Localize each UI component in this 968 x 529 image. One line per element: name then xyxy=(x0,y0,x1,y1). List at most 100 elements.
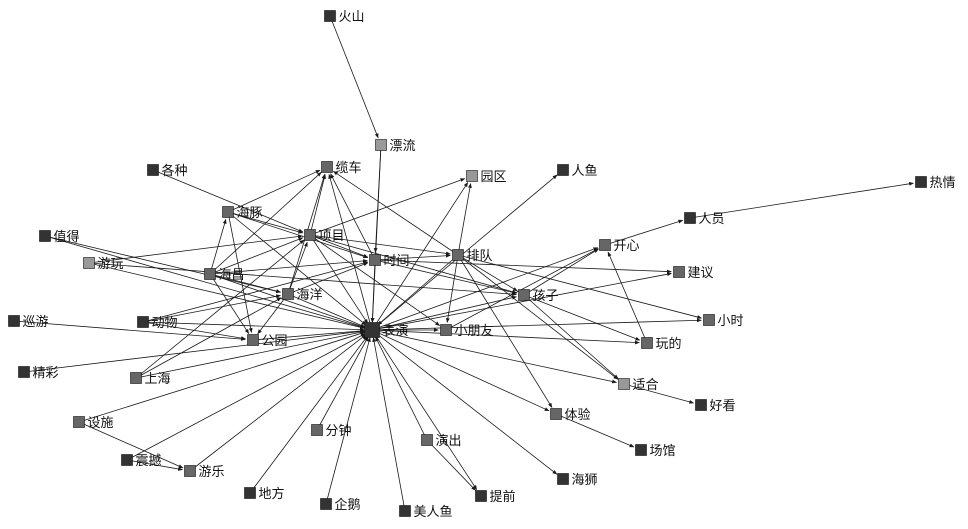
node-marker-xiaopengyou[interactable] xyxy=(440,324,452,336)
node-marker-dongwu[interactable] xyxy=(137,316,149,328)
node-marker-youwan[interactable] xyxy=(83,257,95,269)
node-marker-tiqian[interactable] xyxy=(475,490,487,502)
node-marker-yuanqu[interactable] xyxy=(466,170,478,182)
node-marker-sheshi[interactable] xyxy=(73,416,85,428)
node-marker-zhide[interactable] xyxy=(39,230,51,242)
node-renyu[interactable]: 人鱼 xyxy=(557,163,598,179)
edge-xunyou-gongyuan xyxy=(13,320,246,341)
node-dongwu[interactable]: 动物 xyxy=(137,316,178,331)
node-haizi[interactable]: 孩子 xyxy=(518,289,559,304)
node-label-zhide: 值得 xyxy=(54,229,80,245)
node-gongyuan[interactable]: 公园 xyxy=(247,334,288,349)
node-marker-shihe[interactable] xyxy=(618,378,630,390)
node-meirenyu[interactable]: 美人鱼 xyxy=(399,504,453,520)
edge-biaoyan-shihe xyxy=(371,329,617,384)
node-shihe[interactable]: 适合 xyxy=(618,378,659,393)
node-label-youwan: 游玩 xyxy=(98,257,124,272)
node-marker-piaoliu[interactable] xyxy=(375,139,387,151)
edge-yanchu-tiqian xyxy=(426,439,476,491)
node-haishi[interactable]: 海狮 xyxy=(557,473,598,488)
node-yanchu[interactable]: 演出 xyxy=(421,433,462,449)
edge-haizi-kaixin xyxy=(523,248,599,296)
node-marker-wande[interactable] xyxy=(641,337,653,349)
edge-huoshan-piaoliu xyxy=(329,15,379,139)
node-marker-shanghai[interactable] xyxy=(130,372,142,384)
node-marker-kaixin[interactable] xyxy=(599,239,611,251)
edge-gezhong-xiangmu xyxy=(152,169,304,233)
node-marker-qie[interactable] xyxy=(320,498,332,510)
node-marker-lanche[interactable] xyxy=(321,161,333,173)
node-marker-shijian[interactable] xyxy=(369,254,381,266)
node-marker-paidui[interactable] xyxy=(452,249,464,261)
node-zhide[interactable]: 值得 xyxy=(39,229,80,245)
node-huoshan[interactable]: 火山 xyxy=(324,10,365,25)
node-marker-haokan[interactable] xyxy=(695,399,707,411)
node-gezhong[interactable]: 各种 xyxy=(147,163,188,179)
node-wande[interactable]: 玩的 xyxy=(641,336,682,352)
node-zhenhan[interactable]: 震撼 xyxy=(121,454,162,469)
node-marker-huoshan[interactable] xyxy=(324,10,336,22)
node-marker-xiaoshi[interactable] xyxy=(703,314,715,326)
node-tiqian[interactable]: 提前 xyxy=(475,489,516,505)
node-marker-renyuan[interactable] xyxy=(684,212,696,224)
node-label-biaoyan: 表演 xyxy=(383,323,409,339)
node-youwan[interactable]: 游玩 xyxy=(83,257,124,272)
node-renyuan[interactable]: 人员 xyxy=(684,212,725,227)
node-qie[interactable]: 企鹅 xyxy=(320,497,361,513)
edge-zhide-biaoyan xyxy=(44,235,366,329)
node-marker-haishi[interactable] xyxy=(557,473,569,485)
node-sheshi[interactable]: 设施 xyxy=(73,416,114,431)
node-biaoyan[interactable]: 表演 xyxy=(364,322,409,340)
node-marker-yanchu[interactable] xyxy=(421,434,433,446)
node-changguan[interactable]: 场馆 xyxy=(635,444,676,459)
node-piaoliu[interactable]: 漂流 xyxy=(375,138,416,154)
node-marker-zhenhan[interactable] xyxy=(121,454,133,466)
node-youle[interactable]: 游乐 xyxy=(184,465,225,480)
node-haiyang[interactable]: 海洋 xyxy=(282,288,323,303)
node-marker-biaoyan[interactable] xyxy=(364,322,380,338)
node-jianyi[interactable]: 建议 xyxy=(673,266,714,281)
node-marker-tiyan[interactable] xyxy=(550,408,562,420)
node-marker-xiangmu[interactable] xyxy=(304,229,316,241)
edge-haiyang-xiangmu xyxy=(287,241,308,295)
node-paidui[interactable]: 排队 xyxy=(452,249,493,264)
node-marker-renyu[interactable] xyxy=(557,164,569,176)
node-marker-fenzhong[interactable] xyxy=(311,424,323,436)
node-marker-jianyi[interactable] xyxy=(673,266,685,278)
node-haokan[interactable]: 好看 xyxy=(695,398,736,414)
node-shanghai[interactable]: 上海 xyxy=(130,372,171,387)
node-label-renyuan: 人员 xyxy=(699,212,725,227)
node-kaixin[interactable]: 开心 xyxy=(599,239,640,254)
node-xiaoshi[interactable]: 小时 xyxy=(703,314,744,329)
node-xunyou[interactable]: 巡游 xyxy=(8,315,49,330)
node-lanche[interactable]: 缆车 xyxy=(321,160,362,176)
node-marker-xunyou[interactable] xyxy=(8,315,20,327)
node-rexing[interactable]: 热情 xyxy=(915,176,956,191)
node-marker-haichang[interactable] xyxy=(204,268,216,280)
node-marker-haizi[interactable] xyxy=(518,289,530,301)
node-difang[interactable]: 地方 xyxy=(244,486,285,502)
node-marker-youle[interactable] xyxy=(184,465,196,477)
node-marker-meirenyu[interactable] xyxy=(399,505,411,517)
node-marker-gongyuan[interactable] xyxy=(247,334,259,346)
edge-youwan-haizi xyxy=(88,262,517,297)
node-xiangmu[interactable]: 项目 xyxy=(304,229,345,244)
node-haichang[interactable]: 海昌 xyxy=(204,268,245,283)
node-fenzhong[interactable]: 分钟 xyxy=(311,423,352,439)
node-marker-changguan[interactable] xyxy=(635,444,647,456)
node-marker-rexing[interactable] xyxy=(915,176,927,188)
node-yuanqu[interactable]: 园区 xyxy=(466,170,507,185)
node-marker-haiyang[interactable] xyxy=(282,288,294,300)
edge-shijian-jianyi xyxy=(374,259,672,274)
node-marker-gezhong[interactable] xyxy=(147,164,159,176)
node-tiyan[interactable]: 体验 xyxy=(550,407,591,423)
node-marker-haitun[interactable] xyxy=(222,206,234,218)
node-xiaopengyou[interactable]: 小朋友 xyxy=(440,323,494,339)
edge-haiyang-biaoyan xyxy=(287,293,366,328)
node-shijian[interactable]: 时间 xyxy=(369,254,410,269)
node-haitun[interactable]: 海豚 xyxy=(222,206,263,221)
node-jingcai[interactable]: 精彩 xyxy=(18,366,59,381)
node-marker-difang[interactable] xyxy=(244,487,256,499)
edge-dongwu-haiyang xyxy=(142,294,281,323)
node-marker-jingcai[interactable] xyxy=(18,366,30,378)
